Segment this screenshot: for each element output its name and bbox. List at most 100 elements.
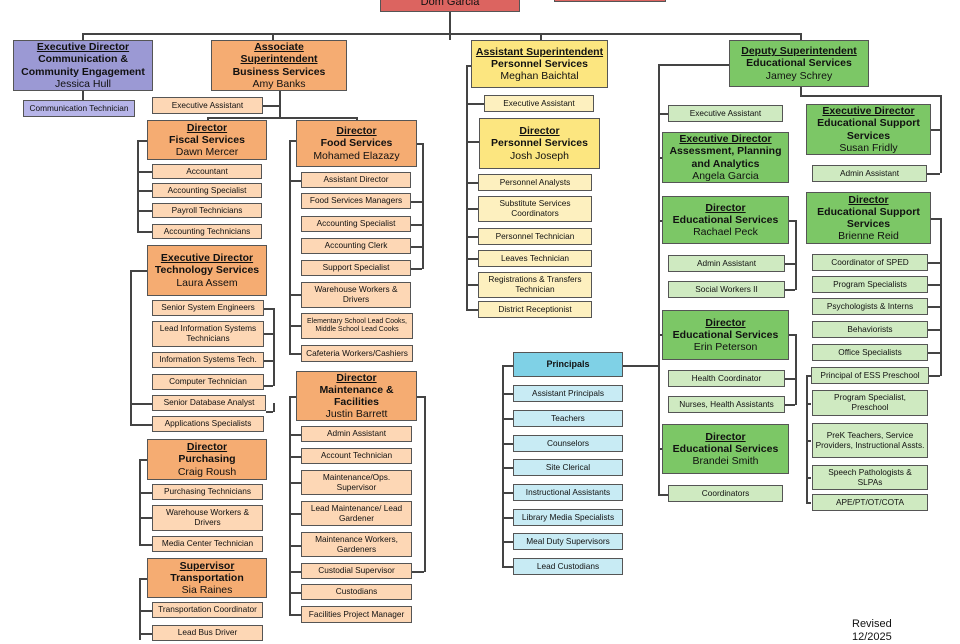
comm-name: Jessica Hull <box>54 77 112 90</box>
connector <box>273 403 275 412</box>
connector <box>466 103 484 105</box>
connector <box>82 91 84 100</box>
connector <box>502 443 513 445</box>
business-assistant: Executive Assistant <box>171 99 244 110</box>
fiscal-staff-box: Accountant <box>152 164 262 179</box>
connector <box>289 614 301 616</box>
connector <box>449 12 451 40</box>
food-staff-1: Food Services Managers <box>309 195 403 206</box>
connector <box>139 633 152 635</box>
connector <box>137 140 147 142</box>
support-dir-staff-box: Speech Pathologists & SLPAs <box>812 465 928 490</box>
maint-title: Director <box>336 371 377 384</box>
transport-title: Supervisor <box>179 559 235 572</box>
connector <box>795 220 797 290</box>
maint-staff-0: Admin Assistant <box>326 428 387 439</box>
connector <box>502 541 513 543</box>
peterson-director-box: Director Educational Services Erin Peter… <box>662 310 789 360</box>
tech-staff-5: Applications Specialists <box>164 418 252 429</box>
comm-director-box: Executive Director Communication & Commu… <box>13 40 153 91</box>
assessment-title: Executive Director <box>679 133 772 146</box>
support-dir-staff-8: Speech Pathologists & SLPAs <box>828 466 912 487</box>
food-staff-6: Elementary School Lead Cooks, Middle Sch… <box>307 317 407 333</box>
connector <box>800 95 940 97</box>
food-staff-box: Warehouse Workers & Drivers <box>301 282 411 308</box>
connector <box>289 571 301 573</box>
support-dir-staff-box: PreK Teachers, Service Providers, Instru… <box>812 423 928 458</box>
support-dir-staff-4: Office Specialists <box>838 346 902 357</box>
connector <box>502 467 513 469</box>
connector <box>411 268 422 270</box>
connector <box>417 396 424 398</box>
connector <box>422 143 424 269</box>
tech-staff-box: Information Systems Tech. <box>152 352 264 368</box>
support-dir-staff-9: APE/PT/OT/COTA <box>835 496 905 507</box>
personnel-staff-5: District Receptionist <box>498 303 572 314</box>
connector <box>137 190 152 192</box>
personnel-staff-box: Personnel Analysts <box>478 174 592 191</box>
connector <box>263 105 279 107</box>
personnel-dir-title: Director <box>519 125 560 138</box>
principals-staff-box: Site Clerical <box>513 459 623 476</box>
connector <box>806 502 811 504</box>
connector <box>623 365 659 367</box>
smith-director-box: Director Educational Services Brandei Sm… <box>662 424 789 474</box>
connector <box>207 117 209 120</box>
connector <box>130 270 132 425</box>
connector <box>137 210 152 212</box>
connector <box>658 494 668 496</box>
tech-staff-0: Senior System Engineers <box>161 302 255 313</box>
food-director-box: Director Food Services Mohamed Elazazy <box>296 120 417 167</box>
connector <box>466 65 471 67</box>
connector <box>502 517 513 519</box>
fiscal-staff-3: Accounting Technicians <box>163 225 251 236</box>
support-dir-staff-3: Behaviorists <box>847 323 893 334</box>
personnel-staff-2: Personnel Technician <box>495 230 575 241</box>
principals-staff-0: Assistant Principals <box>532 387 604 398</box>
support-dir-staff-0: Coordinator of SPED <box>831 256 909 267</box>
connector <box>502 492 513 494</box>
assessment-dept: Assessment, Planning and Analytics <box>669 145 782 170</box>
support-dir-staff-7: PreK Teachers, Service Providers, Instru… <box>815 429 925 450</box>
connector <box>289 456 301 458</box>
transport-staff-box: Transportation Coordinator <box>152 602 263 618</box>
tech-dept: Technology Services <box>154 264 260 277</box>
personnel-supt-box: Assistant Superintendent Personnel Servi… <box>471 40 608 88</box>
tech-name: Laura Assem <box>176 276 238 289</box>
connector <box>417 143 422 145</box>
fiscal-staff-box: Accounting Specialist <box>152 183 262 198</box>
principals-staff-box: Teachers <box>513 410 623 427</box>
support-dir-staff-2: Psychologists & Interns <box>826 300 914 311</box>
principals-staff-box: Meal Duty Supervisors <box>513 533 623 550</box>
connector <box>289 482 301 484</box>
food-staff-box: Accounting Clerk <box>301 238 411 254</box>
food-staff-4: Support Specialist <box>322 262 390 273</box>
support-dir-staff-5: Principal of ESS Preschool <box>820 369 920 380</box>
connector <box>928 375 940 377</box>
connector <box>502 566 513 568</box>
connector <box>658 64 729 66</box>
comm-staff-0: Communication Technician <box>29 102 129 113</box>
support-dir-staff-box: Program Specialists <box>812 276 928 293</box>
connector <box>130 424 152 426</box>
connector <box>928 262 940 264</box>
personnel-staff-4: Registrations & Transfers Technician <box>488 274 582 294</box>
connector <box>466 258 478 260</box>
fiscal-staff-0: Accountant <box>186 165 228 176</box>
tech-staff-4: Senior Database Analyst <box>163 397 255 408</box>
maint-staff-box: Custodial Supervisor <box>301 563 412 579</box>
business-dept: Business Services <box>232 65 326 78</box>
connector <box>806 375 808 502</box>
principals-title: Principals <box>546 359 590 370</box>
tech-staff-3: Computer Technician <box>169 376 247 387</box>
tech-staff-box: Lead Information Systems Technicians <box>152 321 264 347</box>
connector <box>207 117 356 119</box>
food-staff-3: Accounting Clerk <box>324 240 388 251</box>
food-title: Director <box>336 125 377 138</box>
connector <box>658 220 662 222</box>
connector <box>785 289 795 291</box>
business-supt-box: Associate Superintendent Business Servic… <box>211 40 347 91</box>
connector <box>928 352 940 354</box>
principals-staff-4: Instructional Assistants <box>525 486 611 497</box>
connector <box>139 517 152 519</box>
